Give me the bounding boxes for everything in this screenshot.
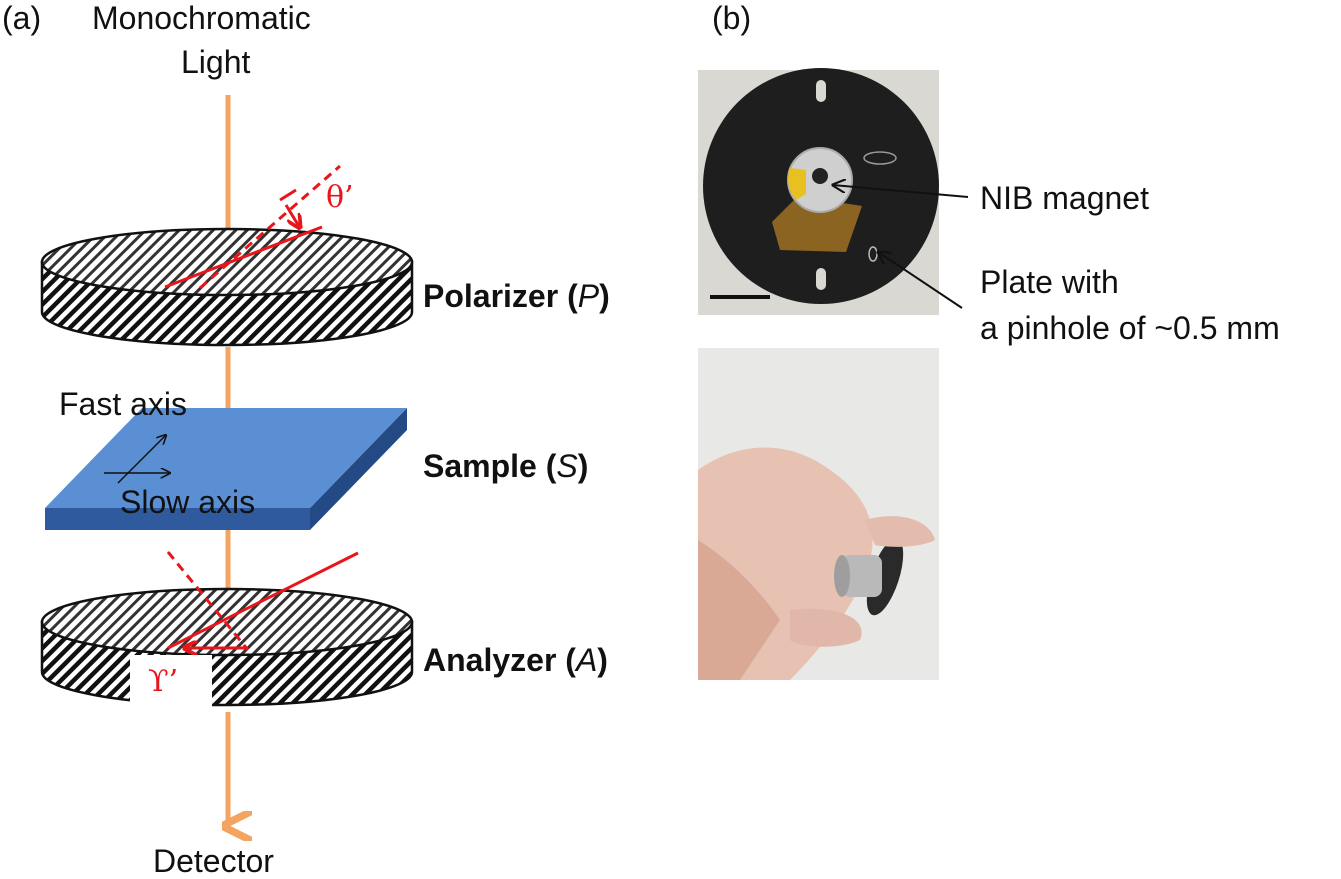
- plate-label-line1: Plate with: [980, 264, 1119, 300]
- fast-axis-arrow: [117, 435, 166, 484]
- polarizer-name: Polarizer: [423, 278, 559, 314]
- sample-label: Sample (S): [423, 448, 589, 484]
- analyzer-symbol: A: [575, 642, 598, 678]
- polarizer-disk: [40, 227, 414, 347]
- photo-plate-top-view: [698, 68, 939, 315]
- slow-axis-label: Slow axis: [120, 484, 256, 520]
- analyzer-reference-line: [166, 551, 250, 651]
- theta-tick: [279, 188, 297, 202]
- analyzer-label: Analyzer (A): [423, 642, 608, 678]
- panel-b-label: (b): [712, 0, 752, 36]
- upsilon-label: ϒ’: [148, 664, 179, 699]
- sample-name: Sample: [423, 448, 537, 484]
- magnet-callout-arrow: [833, 185, 969, 198]
- detector-label: Detector: [153, 843, 274, 879]
- source-label-line2: Light: [181, 44, 251, 80]
- theta-arc-arrow: [284, 204, 300, 228]
- analyzer-name: Analyzer: [423, 642, 557, 678]
- theta-label: θ’: [326, 180, 354, 215]
- magnet-label: NIB magnet: [980, 180, 1149, 216]
- source-label-line1: Monochromatic: [92, 0, 311, 36]
- sample-symbol: S: [556, 448, 578, 484]
- pinhole-callout-arrow: [878, 252, 963, 309]
- upsilon-label-box: [130, 655, 212, 710]
- analyzer-transmission-axis: [167, 551, 359, 650]
- polarizer-symbol: P: [577, 278, 600, 314]
- polarizer-label: Polarizer (P): [423, 278, 610, 314]
- fast-axis-label: Fast axis: [59, 386, 188, 422]
- photo-hand-holding-plate: [698, 348, 939, 680]
- polarizer-reference-line: [199, 164, 341, 290]
- plate-label-line2: a pinhole of ~0.5 mm: [980, 310, 1280, 346]
- sample-slab: [45, 408, 407, 530]
- polarizer-transmission-axis: [164, 225, 323, 289]
- panel-a-label: (a): [2, 0, 42, 36]
